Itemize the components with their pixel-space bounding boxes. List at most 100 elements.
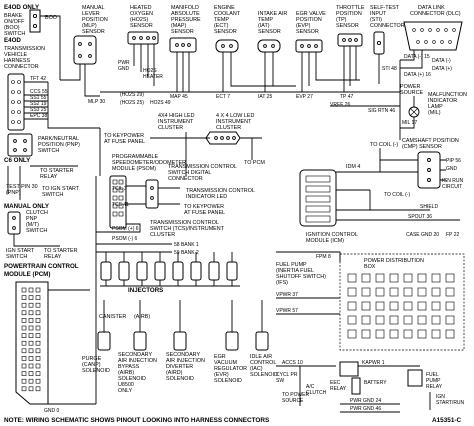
- map-line-3: PRESSURE: [171, 17, 201, 23]
- pcm-pin: [35, 371, 41, 376]
- u8500-line-2: U8500: [118, 382, 134, 388]
- mlp-line-4: (MLP): [82, 23, 97, 29]
- tcs-connector: [145, 179, 159, 209]
- pcm-connector-body: [15, 281, 49, 405]
- ho2s-line-3: (HO2S): [130, 17, 148, 23]
- fuel-pump-circuit: FPM 8 FUEL PUMP (INERTIA FUEL SHUTOFF SW…: [276, 251, 341, 315]
- iac-line-3: (IAC): [250, 366, 263, 372]
- to-coil-bottom-label: TO COIL (-): [384, 192, 410, 198]
- data-link-connector: DATA LINK CONNECTOR (DLC) DATA (-) DATA …: [400, 5, 463, 78]
- map-line-4: (MAP): [171, 23, 186, 29]
- fuel-pump-relay-line-3: RELAY: [426, 384, 443, 390]
- psom-module: PROGRAMMABLE SPEEDOMETER/ODOMETER MODULE…: [96, 154, 186, 242]
- injector-body: [136, 261, 148, 281]
- ho2s29-pin: (HO2S 29): [120, 92, 144, 98]
- pcm-pin: [21, 310, 27, 316]
- shield-label: SHIELD: [420, 204, 438, 210]
- pcm-line-1: POWERTRAIN CONTROL: [4, 263, 79, 270]
- data-minus-label: DATA (-): [432, 58, 451, 64]
- airb-line-4: (AIRB): [118, 370, 134, 376]
- injector-body: [154, 261, 166, 281]
- iat-sensor: INTAKE AIR TEMP (IAT) SENSOR IAT 25: [257, 11, 287, 100]
- injector-body: [190, 261, 202, 281]
- tcs41-pin: TCS 41: [112, 202, 129, 208]
- gnd-label: GND: [446, 166, 458, 172]
- battery-body: [351, 377, 361, 395]
- injectors: INJECTORS: [100, 252, 240, 294]
- airb-line-2: AIR INJECTION: [118, 358, 157, 364]
- boo-connector: [29, 9, 41, 33]
- trans-line-4: HARNESS: [4, 58, 30, 64]
- pdb-fuse: [347, 287, 357, 297]
- iac-line-2: CONTROL: [250, 360, 276, 366]
- pcm-pin: [21, 340, 27, 346]
- pcm-pin: [21, 318, 27, 323]
- trans-connector-body: [7, 73, 25, 131]
- ho2s-line-1: HEATED: [130, 5, 152, 11]
- iat-line-2: TEMP: [258, 17, 273, 23]
- ign-start-switch-line-1: IGN START: [6, 248, 35, 254]
- pwr-gnd-line-1: PWR: [118, 60, 130, 66]
- pcm-pin: [21, 325, 27, 331]
- spout-label: SPOUT 36: [408, 214, 432, 220]
- epc-pin: EPC 38: [30, 113, 47, 119]
- pnp-switch: PARK/NEUTRAL POSITION (PNP) SWITCH C6 ON…: [4, 133, 80, 200]
- pnp-line-3: SWITCH: [38, 148, 59, 154]
- pdb-fuse: [375, 315, 385, 325]
- ect-connector: [215, 39, 239, 53]
- pdb-fuse: [347, 315, 357, 325]
- trans-line-3: VEHICLE: [4, 52, 27, 58]
- boo-switch: E4OD ONLY BRAKE ON/OFF (BOO) SWITCH BOO: [4, 4, 61, 80]
- clutch-line-4: SWITCH: [26, 228, 47, 234]
- pdb-fuse: [403, 273, 413, 283]
- mlp-connector: [73, 35, 97, 65]
- ign-start-run-line-2: START/RUN: [436, 400, 465, 406]
- ect-line-1: ENGINE: [214, 5, 235, 11]
- ect-line-2: COOLANT: [214, 11, 241, 17]
- pdb-fuse: [403, 301, 413, 311]
- canp-line-3: (CANP): [82, 362, 101, 368]
- ss2-pin: SS2 19: [30, 101, 47, 107]
- canp-line-1: CANISTER: [99, 314, 126, 320]
- evr-line-4: (EVR): [214, 372, 229, 378]
- four-by-four-led-switch: 4X4 HIGH LED INSTRUMENT CLUSTER 4 X 4 LO…: [104, 113, 265, 176]
- ign-run-line-1: IGN RUN: [442, 178, 464, 184]
- c6-only-label: C6 ONLY: [4, 157, 31, 164]
- sti-connector-body: [373, 31, 385, 55]
- tp47-pin: TP 47: [340, 94, 353, 100]
- pcm-pin: [21, 363, 27, 369]
- iac-line-4: SOLENOID: [250, 372, 278, 378]
- camshaft-line-1: CAMSHAFT POSITION: [402, 138, 459, 144]
- tcs-digital-line-2: SWITCH DIGITAL: [168, 170, 211, 176]
- pcm-pin: [28, 356, 34, 361]
- transmission-harness-connector: E4OD TRANSMISSION VEHICLE HARNESS CONNEC…: [4, 37, 100, 131]
- pcm-pin: [28, 287, 34, 293]
- vref26-pin: VREF 26: [330, 102, 351, 108]
- iac-solenoid: IDLE AIR CONTROL (IAC) SOLENOID: [250, 300, 278, 378]
- pcm-pin: [28, 318, 34, 323]
- evr-line-3: REGULATOR: [214, 366, 247, 372]
- psom-plus-pin: PSOM (+) 6: [112, 226, 139, 232]
- map45-pin: MAP 45: [170, 94, 188, 100]
- data-plus-pin: DATA (+) 16: [404, 72, 431, 78]
- psom-minus-pin: PSOM (-) 6: [112, 236, 137, 242]
- pcm-line-2: MODULE (PCM): [4, 271, 50, 278]
- ss3-pin: SS3 25: [30, 107, 47, 113]
- pcm-pin: [35, 287, 41, 293]
- tcil-line-1: TRANSMISSION CONTROL: [186, 188, 255, 194]
- battery-label: BATTERY: [364, 380, 387, 386]
- mil-line-1: MALFUNCTION: [428, 92, 467, 98]
- clutch-line-2: PNP: [26, 216, 37, 222]
- pip-label: PIP 56: [446, 158, 461, 164]
- pcm-pin: [35, 386, 41, 392]
- sig-rtn-pin: SIG RTN 46: [368, 108, 395, 114]
- camshaft-connector: [417, 151, 441, 189]
- mlp-line-2: LEVER: [82, 11, 100, 17]
- case-gnd-label: CASE GND 20: [406, 232, 439, 238]
- footer-note: NOTE: WIRING SCHEMATIC SHOWS PINOUT LOOK…: [4, 417, 270, 424]
- boo-line-1: BRAKE: [4, 13, 23, 19]
- hi-led-line-2: INSTRUMENT: [158, 119, 194, 125]
- cycl-pr-line-1: CYCL PR: [276, 372, 298, 378]
- boo-line-4: SWITCH: [4, 31, 25, 37]
- eec-relay-body: [339, 361, 359, 377]
